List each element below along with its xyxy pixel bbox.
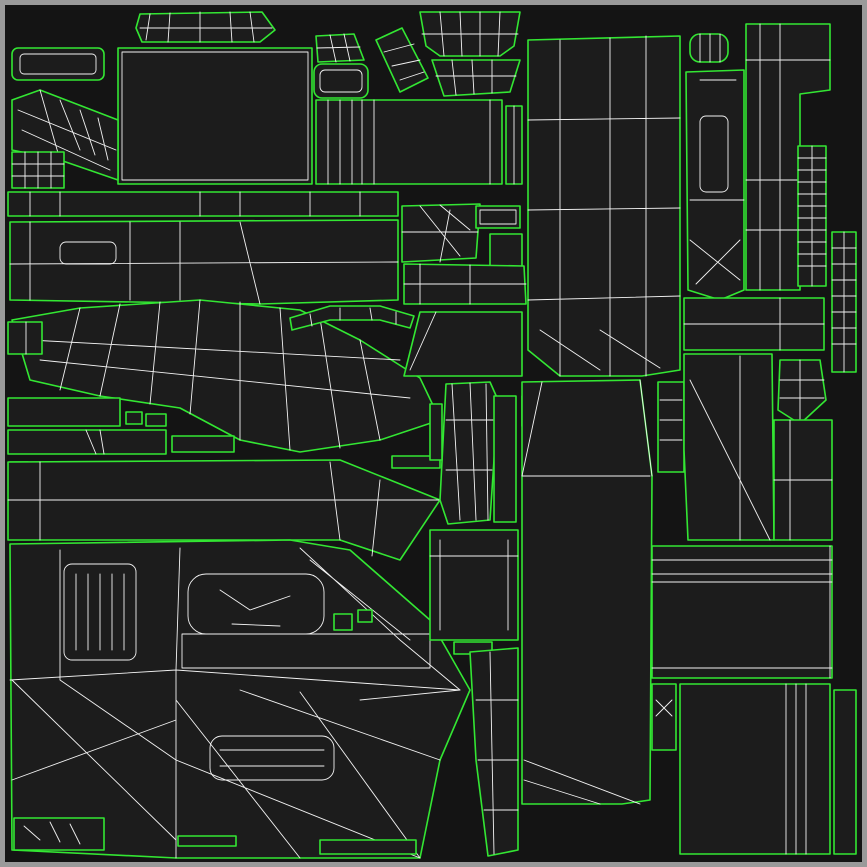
uv-island-striped-block-side: [505, 105, 523, 185]
uv-island-right-box: [683, 297, 825, 351]
uv-island-top-trapezoid: [419, 11, 521, 57]
uv-island-dash-fan: [401, 203, 481, 263]
uv-island-door-right-panel: [429, 529, 519, 641]
uv-island-striped-plate: [651, 545, 833, 679]
uv-island-bottom-right-thin: [651, 683, 857, 855]
uv-island-center-column: [521, 379, 653, 805]
uv-island-dash-lower: [403, 263, 527, 305]
uv-island-right-dense-strip: [797, 145, 827, 287]
uv-island-top-cap: [135, 11, 276, 43]
uv-island-striped-block: [315, 99, 503, 185]
uv-island-small-squares: [125, 411, 441, 469]
uv-island-tall-rounded: [685, 69, 745, 301]
uv-island-left-fan: [11, 89, 119, 181]
uv-island-small-left-stack: [7, 321, 167, 455]
uv-island-door-small-parts: [13, 609, 493, 851]
uv-island-large-panel: [117, 47, 313, 185]
uv-island-door-thin-column: [469, 647, 519, 857]
uv-island-door-panel: [9, 539, 471, 859]
uv-island-mid-small-right: [657, 381, 685, 473]
uv-island-shield: [431, 59, 521, 97]
uv-island-long-strip-1: [7, 191, 399, 217]
uv-island-mid-diamond: [403, 311, 523, 377]
uv-island-left-grid: [11, 151, 65, 189]
uv-island-dash-small-boxes: [475, 205, 523, 269]
uv-island-right-tall-strip: [745, 23, 831, 291]
uv-island-wide-panel: [7, 459, 441, 561]
uv-island-door-lower-strip: [177, 835, 417, 855]
uv-island-arc-bar: [289, 305, 415, 331]
uv-island-bottom-right-slab: [679, 683, 831, 855]
uv-island-right-dense-strip-2: [831, 231, 857, 373]
uv-island-round-fan: [777, 359, 827, 425]
uv-island-tall-column: [527, 35, 681, 377]
uv-island-rounded-box: [313, 63, 369, 99]
uv-island-dashboard-strip: [9, 219, 399, 305]
uv-island-center-pillar: [439, 381, 499, 525]
uv-island-small-rings: [689, 33, 729, 63]
uv-island-right-slab: [773, 419, 833, 541]
uv-island-small-fan-1: [315, 33, 365, 63]
uv-island-top-badge: [11, 47, 105, 81]
uv-island-mid-right-panel: [683, 353, 775, 541]
uv-island-small-fan-2: [375, 27, 429, 93]
